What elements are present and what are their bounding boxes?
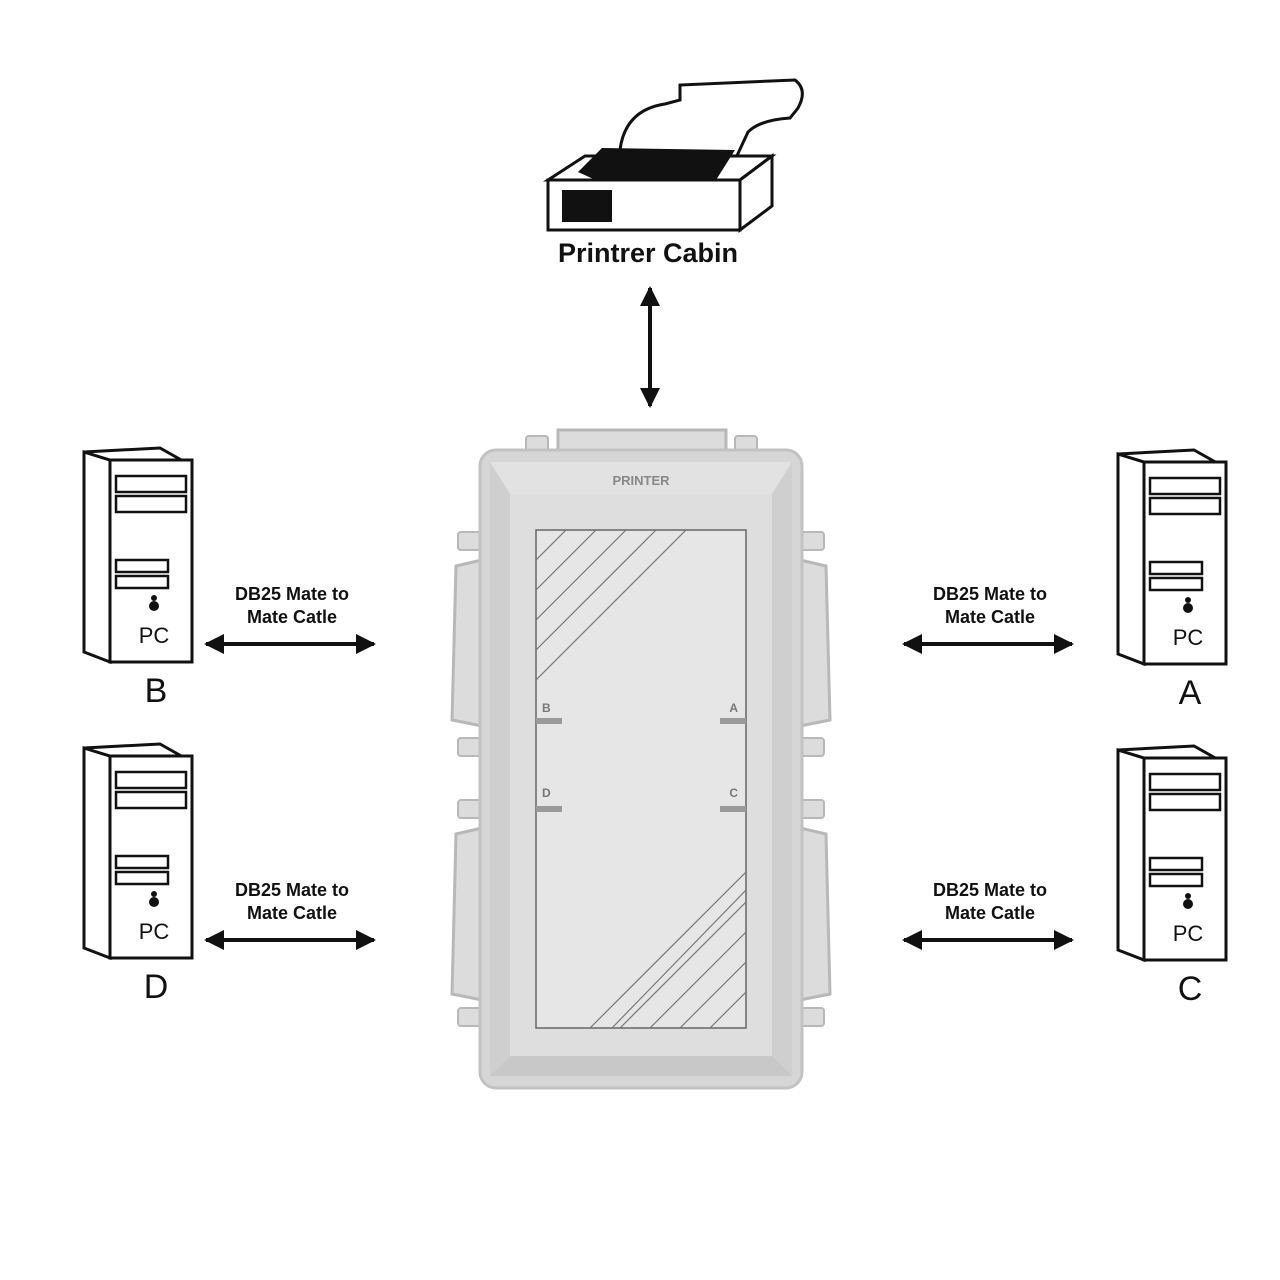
computer-letter-c: C (1178, 970, 1203, 1008)
port-label-a: A (729, 701, 738, 715)
cable-label-a-line2: Mate Catle (945, 607, 1035, 627)
printer-label: Printrer Cabin (558, 238, 738, 268)
pc-tag-a: PC (1173, 625, 1204, 650)
cable-label-a-line1: DB25 Mate to (933, 584, 1047, 604)
cable-label-d-line1: DB25 Mate to (235, 880, 349, 900)
pc-tag-b: PC (139, 623, 170, 648)
cable-label-c-line1: DB25 Mate to (933, 880, 1047, 900)
computer-letter-d: D (144, 968, 169, 1006)
computer-tower-icon (82, 742, 194, 961)
switch-label: PRINTER (612, 473, 670, 488)
switch-face-panel (535, 529, 747, 1029)
port-label-b: B (542, 701, 551, 715)
computer-tower-icon (82, 446, 194, 665)
computer-letter-a: A (1179, 674, 1202, 712)
port-label-c: C (729, 786, 738, 800)
cable-label-b-line1: DB25 Mate to (235, 584, 349, 604)
pc-tag-c: PC (1173, 921, 1204, 946)
computer-letter-b: B (145, 672, 168, 710)
port-label-d: D (542, 786, 551, 800)
switch-box (450, 428, 832, 1090)
printer-icon (542, 78, 804, 233)
computer-tower-icon (1116, 448, 1228, 667)
cable-label-c-line2: Mate Catle (945, 903, 1035, 923)
computer-tower-icon (1116, 744, 1228, 963)
pc-tag-d: PC (139, 919, 170, 944)
cable-label-b-line2: Mate Catle (247, 607, 337, 627)
cable-label-d-line2: Mate Catle (247, 903, 337, 923)
